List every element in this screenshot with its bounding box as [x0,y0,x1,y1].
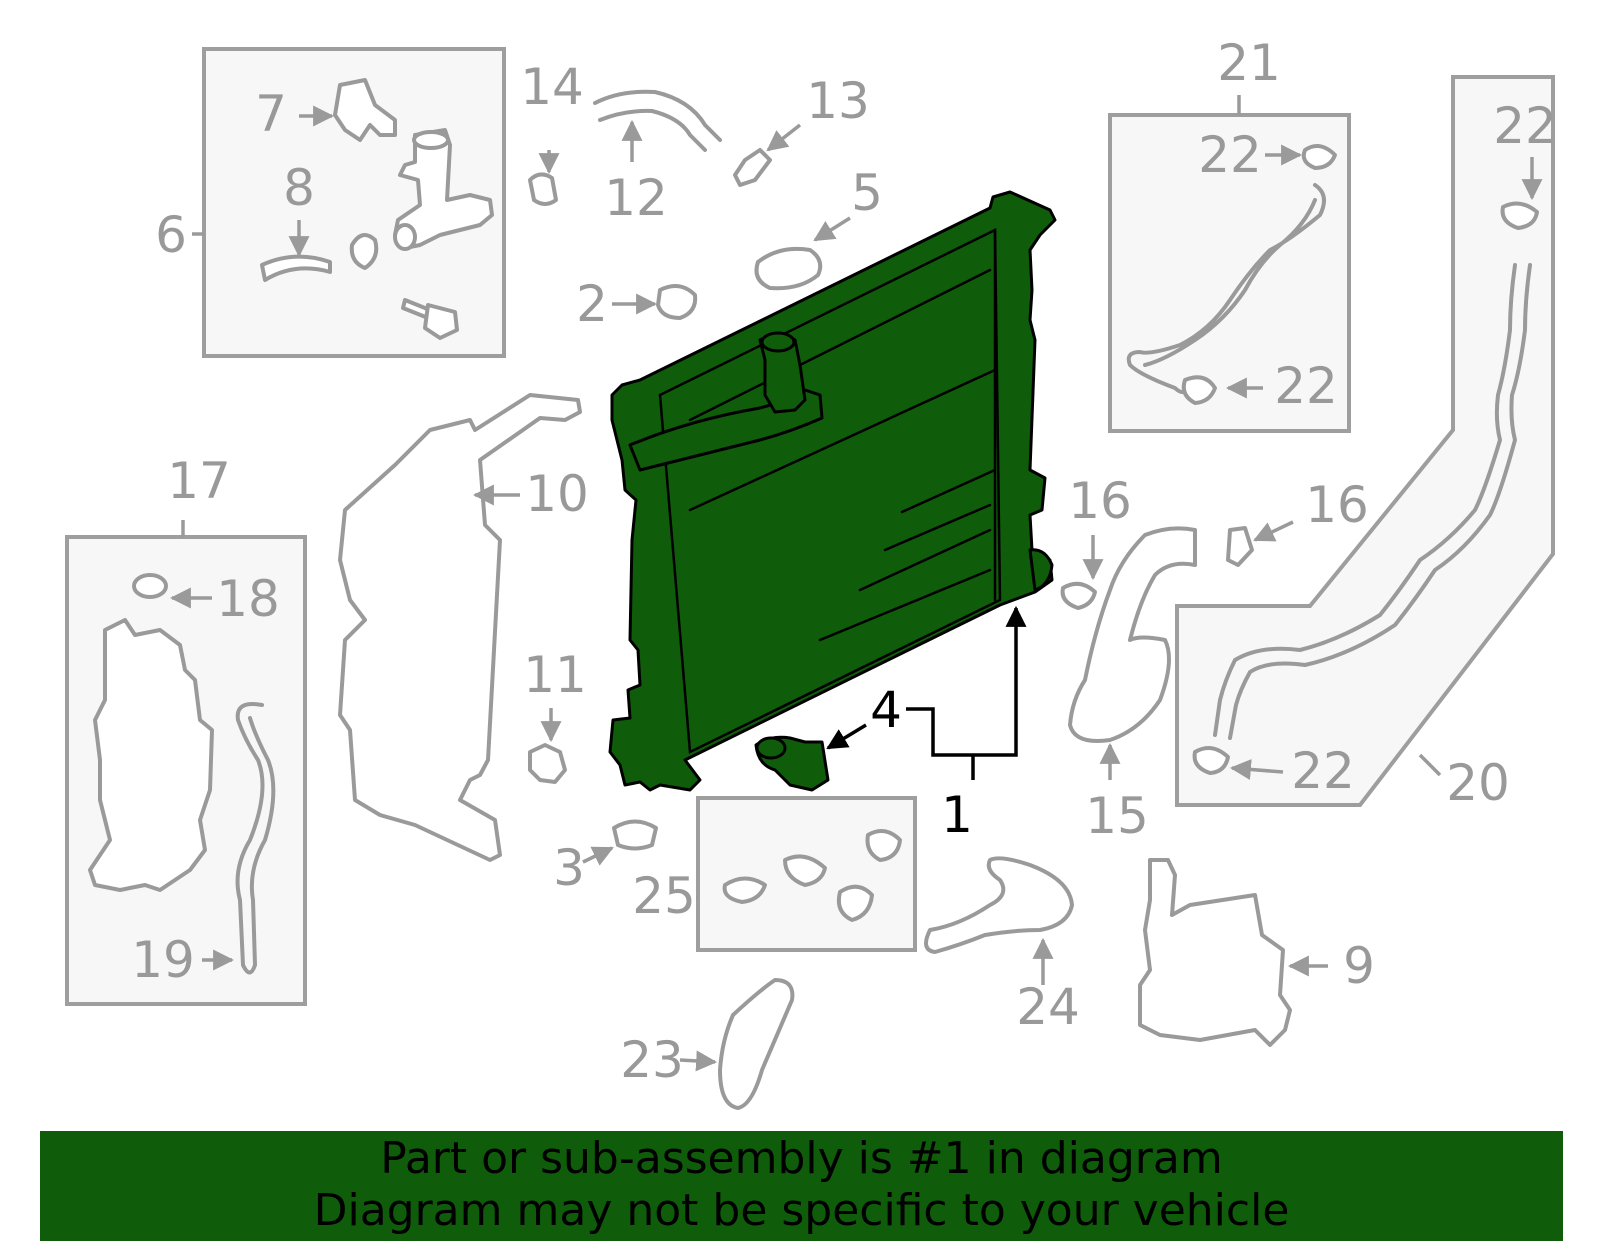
clamp-22-top [1301,144,1337,170]
hose-part-15 [1068,526,1197,743]
grommet-part-2 [656,284,698,320]
reservoir-tank-part-17 [88,618,214,892]
callout-12: 12 [604,169,668,227]
drain-plug-part-4 [754,735,830,792]
callout-4: 4 [870,681,902,739]
shroud-part-10 [338,393,582,862]
sensor-part-13 [733,148,772,187]
clamp-22-lower [1192,746,1230,775]
cap-part-18 [132,573,168,599]
callout-6: 6 [155,206,187,264]
hose-part-20 [1213,263,1532,740]
callout-8: 8 [283,159,315,217]
radiator-part-1 [608,190,1057,792]
callout-23: 23 [620,1031,684,1089]
callout-22-right-top: 22 [1493,97,1557,155]
clip-part-11 [528,743,567,784]
callout-17: 17 [167,452,231,510]
hose-part-23 [718,978,795,1110]
callout-2: 2 [576,275,608,333]
clamp-in-box-6 [349,233,379,270]
callout-1: 1 [941,786,973,844]
bolt-in-box-6 [401,298,459,340]
hose-part-24 [924,856,1074,954]
clamp-part-16-left [1060,581,1097,610]
callout-19: 19 [131,931,195,989]
group-box-20 [1175,75,1555,807]
callout-16-right: 16 [1305,476,1369,534]
callout-18: 18 [216,570,280,628]
callout-9: 9 [1343,937,1375,995]
clip-part-14 [528,172,558,206]
callout-25: 25 [632,867,696,925]
clamps-part-25 [722,829,902,922]
callout-22-box20: 22 [1291,742,1355,800]
hose-part-19 [235,702,276,975]
water-outlet-part-6 [333,78,494,251]
callout-22-box21-top: 22 [1198,126,1262,184]
callout-22-box21-bottom: 22 [1274,357,1338,415]
cap-part-5 [754,246,823,291]
callout-10: 10 [525,465,589,523]
callout-16-left: 16 [1068,472,1132,530]
callout-3: 3 [553,839,585,897]
clip-part-16-right [1226,526,1254,567]
callout-21: 21 [1217,34,1281,92]
notice-banner: Part or sub-assembly is #1 in diagram Di… [40,1131,1563,1241]
hose-part-21 [1126,183,1326,395]
notice-line-2: Diagram may not be specific to your vehi… [313,1185,1290,1236]
callout-7: 7 [255,85,287,143]
callout-14: 14 [520,58,584,116]
hose-part-8 [260,254,332,282]
callout-20: 20 [1446,754,1510,812]
callout-15: 15 [1085,787,1149,845]
callout-13: 13 [806,72,870,130]
callout-5: 5 [851,164,883,222]
clamp-22-mid [1181,375,1217,405]
callout-24: 24 [1016,978,1080,1036]
hose-part-12 [593,89,722,152]
notice-line-1: Part or sub-assembly is #1 in diagram [380,1133,1223,1184]
bushing-part-3 [612,819,658,851]
bracket-part-9 [1138,858,1292,1047]
clamp-22-upper-right [1500,201,1539,230]
callout-11: 11 [523,646,587,704]
